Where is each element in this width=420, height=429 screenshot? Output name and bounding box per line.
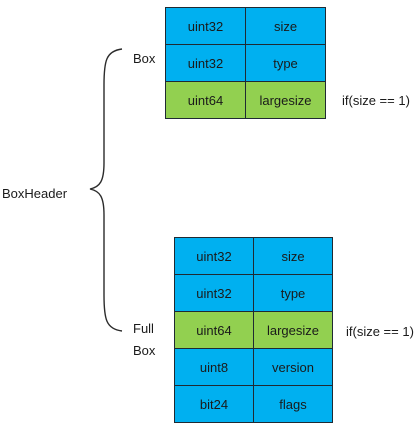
full-box-row-3-type: uint64: [174, 311, 254, 349]
box-row-3-field: largesize: [245, 81, 326, 119]
full-box-row-1-type: uint32: [174, 237, 254, 275]
full-box-row-5-field: flags: [253, 385, 333, 423]
box-label: Box: [133, 51, 156, 66]
table-row: uint8 version: [174, 348, 333, 386]
box-row-2-type: uint32: [165, 44, 246, 82]
full-box-table: uint32 size uint32 type uint64 largesize…: [174, 237, 333, 423]
full-box-label-line1: Full: [133, 321, 154, 336]
full-box-row-4-type: uint8: [174, 348, 254, 386]
full-box-row-5-type: bit24: [174, 385, 254, 423]
box-table: uint32 size uint32 type uint64 largesize: [165, 7, 326, 119]
box-row-1-field: size: [245, 7, 326, 45]
full-box-row-1-field: size: [253, 237, 333, 275]
table-row: uint32 size: [165, 7, 326, 45]
full-box-row-4-field: version: [253, 348, 333, 386]
box-condition: if(size == 1): [342, 93, 410, 108]
full-box-row-2-field: type: [253, 274, 333, 312]
table-row: uint64 largesize: [165, 81, 326, 119]
boxheader-label: BoxHeader: [2, 186, 68, 201]
full-box-condition: if(size == 1): [346, 324, 414, 339]
box-row-1-type: uint32: [165, 7, 246, 45]
curly-brace: [89, 48, 123, 332]
table-row: uint32 type: [174, 274, 333, 312]
table-row: uint32 type: [165, 44, 326, 82]
box-row-2-field: type: [245, 44, 326, 82]
table-row: uint32 size: [174, 237, 333, 275]
table-row: uint64 largesize: [174, 311, 333, 349]
table-row: bit24 flags: [174, 385, 333, 423]
full-box-row-3-field: largesize: [253, 311, 333, 349]
full-box-label-line2: Box: [133, 343, 156, 358]
full-box-row-2-type: uint32: [174, 274, 254, 312]
box-row-3-type: uint64: [165, 81, 246, 119]
full-box-label: Full Box: [133, 318, 155, 362]
